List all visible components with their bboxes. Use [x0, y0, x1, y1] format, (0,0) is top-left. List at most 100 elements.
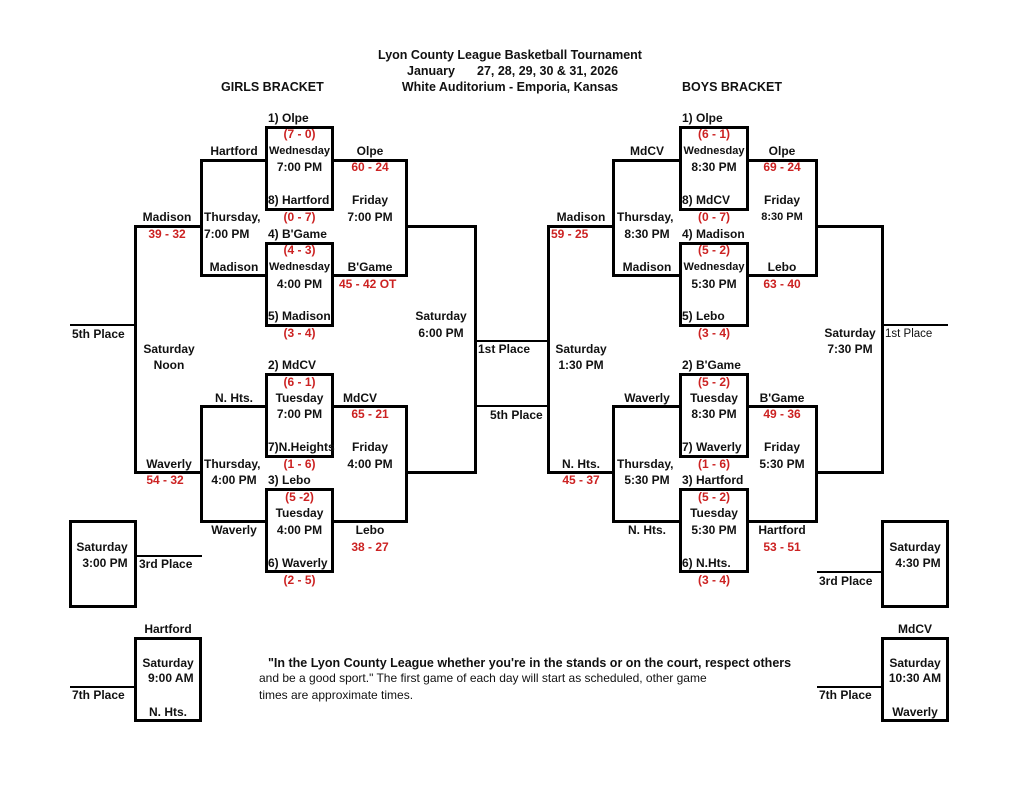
boys-semi-bot-winner2: Hartford — [758, 523, 806, 537]
tournament-title: Lyon County League Basketball Tournament — [378, 48, 642, 62]
girls-semi-top-score1: 60 - 24 — [351, 160, 389, 174]
girls-qf2-seed-top: 4) B'Game — [268, 227, 327, 241]
girls-semi-top-time: 7:00 PM — [347, 210, 393, 224]
girls-cons-top-time: 7:00 PM — [204, 227, 250, 241]
girls-semi-top-winner2: B'Game — [347, 260, 393, 274]
girls-third-day: Saturday — [76, 540, 128, 554]
boys-qf3-box — [679, 373, 749, 458]
boys-cons-top-loser1: MdCV — [630, 144, 664, 158]
girls-seventh-line — [70, 686, 136, 688]
boys-cons-top-loser2: Madison — [622, 260, 672, 274]
girls-seventh-place-label: 7th Place — [72, 688, 125, 702]
girls-cons-top-bot — [200, 274, 267, 277]
girls-third-line — [136, 555, 202, 557]
girls-qf4-rec-bot: (2 - 5) — [283, 573, 316, 587]
girls-qf2-rec-bot: (3 - 4) — [283, 326, 316, 340]
girls-fifth-top — [134, 225, 203, 228]
girls-semi-top-line — [333, 159, 408, 162]
girls-cons-bot-day: Thursday, — [204, 457, 261, 471]
girls-cons-bot-time: 4:00 PM — [211, 473, 257, 487]
girls-cons-top-line — [200, 159, 267, 162]
girls-cons-top-loser1: Hartford — [210, 144, 258, 158]
boys-qf1-day: Wednesday — [683, 145, 745, 157]
boys-semi-bot-score2: 53 - 51 — [763, 540, 801, 554]
boys-cons-top-winner: Madison — [556, 210, 606, 224]
girls-final-bot — [405, 471, 477, 474]
boys-fifth-place-label: 5th Place — [490, 408, 543, 422]
boys-third-day: Saturday — [889, 540, 941, 554]
boys-semi-top-winner1: Olpe — [768, 144, 796, 158]
boys-final-bot — [815, 471, 884, 474]
girls-seventh-time: 9:00 AM — [148, 671, 194, 685]
boys-qf2-rec-top: (5 - 2) — [697, 243, 730, 257]
boys-qf4-day: Tuesday — [690, 506, 738, 520]
girls-third-place-label: 3rd Place — [139, 557, 193, 571]
girls-semi-bot-winner2: Lebo — [355, 523, 385, 537]
girls-qf1-seed-bot: 8) Hartford — [268, 193, 330, 207]
boys-qf1-rec-bot: (0 - 7) — [697, 210, 730, 224]
boys-qf2-box — [679, 242, 749, 327]
boys-semi-bot-bot — [748, 520, 818, 523]
girls-cons-bot-loser2: Waverly — [211, 523, 257, 537]
girls-qf1-day: Wednesday — [269, 145, 330, 157]
boys-qf4-seed-top: 3) Hartford — [682, 473, 744, 487]
girls-qf3-time: 7:00 PM — [276, 407, 323, 421]
girls-cons-bot-loser1: N. Hts. — [214, 391, 253, 405]
girls-semi-bot-bot — [333, 520, 408, 523]
girls-final-time: 6:00 PM — [418, 326, 464, 340]
boys-semi-top-time: 8:30 PM — [761, 211, 803, 223]
footer-line3: times are approximate times. — [259, 688, 414, 702]
girls-qf4-day: Tuesday — [275, 506, 324, 520]
boys-cons-bot-bot — [612, 520, 681, 523]
boys-first-place-label: 1st Place — [885, 328, 933, 340]
girls-cons-top-winner: Madison — [142, 210, 192, 224]
girls-fifth-place-line — [70, 324, 136, 326]
footer-line2: and be a good sport." The first game of … — [259, 671, 707, 685]
girls-qf2-rec-top: (4 - 3) — [283, 243, 316, 257]
girls-qf4-seed-top: 3) Lebo — [268, 473, 311, 487]
boys-semi-bot-line — [748, 405, 818, 408]
boys-third-line — [817, 571, 883, 573]
girls-final-day: Saturday — [415, 309, 467, 323]
girls-qf1-seed-top: 1) Olpe — [268, 111, 309, 125]
boys-qf2-rec-bot: (3 - 4) — [697, 326, 730, 340]
boys-qf1-time: 8:30 PM — [691, 160, 737, 174]
boys-semi-bot-time: 5:30 PM — [759, 457, 805, 471]
boys-fifth-day: Saturday — [555, 342, 607, 356]
boys-cons-top-bot — [612, 274, 681, 277]
girls-seventh-box — [134, 637, 202, 722]
boys-cons-bot-loser2: N. Hts. — [627, 523, 666, 537]
girls-fifth-time: Noon — [153, 358, 185, 372]
girls-cons-top-score: 39 - 32 — [148, 227, 186, 241]
boys-cons-bot-loser1: Waverly — [624, 391, 670, 405]
boys-final-top — [815, 225, 884, 228]
girls-cons-top-vert — [200, 159, 203, 277]
boys-semi-bot-score1: 49 - 36 — [763, 407, 801, 421]
boys-third-time: 4:30 PM — [895, 556, 941, 570]
boys-semi-top-vert — [815, 159, 818, 277]
boys-semi-top-score2: 63 - 40 — [763, 277, 801, 291]
girls-qf1-box — [265, 126, 334, 211]
girls-final-vert — [474, 225, 477, 474]
boys-first-place-line — [881, 324, 948, 326]
girls-qf2-time: 4:00 PM — [276, 277, 323, 291]
girls-qf1-rec-top: (7 - 0) — [283, 127, 316, 141]
boys-qf1-seed-top: 1) Olpe — [682, 111, 723, 125]
boys-seventh-team-top: MdCV — [898, 622, 932, 636]
girls-qf3-rec-top: (6 - 1) — [283, 375, 316, 389]
girls-qf4-box — [265, 488, 334, 573]
boys-final-time: 7:30 PM — [827, 342, 873, 356]
girls-fifth-place-label: 5th Place — [72, 327, 125, 341]
girls-qf1-rec-bot: (0 - 7) — [283, 210, 316, 224]
girls-qf4-rec-top: (5 -2) — [285, 490, 314, 504]
dates-days: 27, 28, 29, 30 & 31, 2026 — [477, 64, 619, 78]
girls-semi-bot-score2: 38 - 27 — [351, 540, 389, 554]
boys-semi-bot-vert — [815, 405, 818, 523]
boys-qf4-rec-top: (5 - 2) — [697, 490, 730, 504]
girls-third-time: 3:00 PM — [82, 556, 128, 570]
girls-cons-bot-line — [200, 405, 267, 408]
boys-semi-bot-winner1: B'Game — [759, 391, 805, 405]
girls-cons-top-day: Thursday, — [204, 210, 261, 224]
boys-final-vert — [881, 225, 884, 474]
girls-qf2-day: Wednesday — [269, 261, 330, 273]
